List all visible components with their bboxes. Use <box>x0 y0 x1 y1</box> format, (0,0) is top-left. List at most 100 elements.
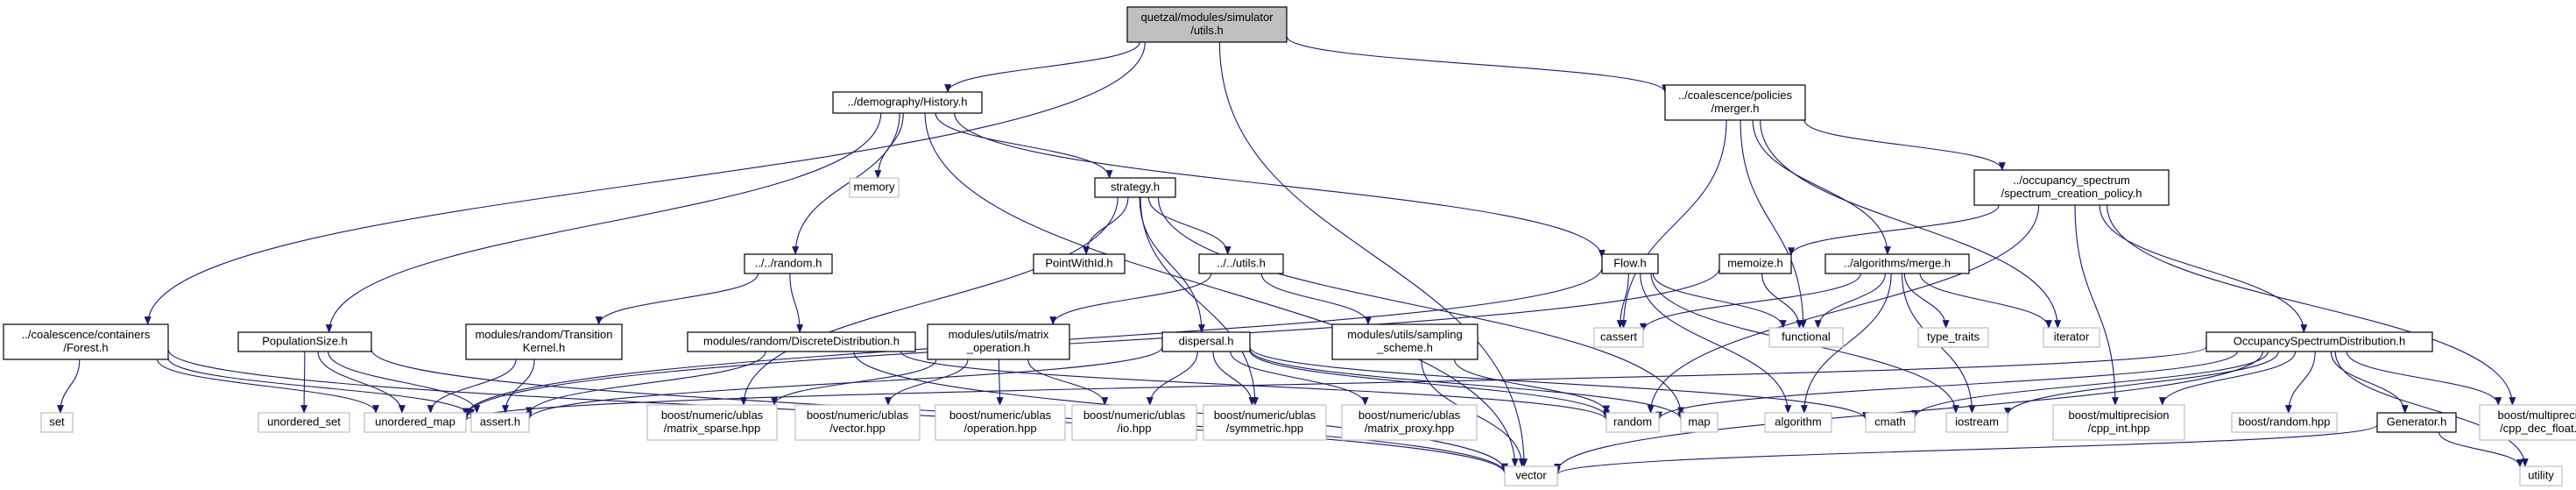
node-box <box>1203 404 1327 441</box>
node-label: /cpp_dec_float.hpp <box>2500 422 2576 435</box>
node-popsize[interactable]: PopulationSize.h <box>237 331 372 352</box>
node-boost_random: boost/random.hpp <box>2231 412 2338 433</box>
edge-occdist-to-unordered_map <box>462 346 2207 422</box>
edge-merger-to-occpolicy <box>1803 119 2006 171</box>
node-label: iterator <box>2054 330 2090 343</box>
node-ub_symmetric: boost/numeric/ublas/symmetric.hpp <box>1203 404 1327 441</box>
node-label: cmath <box>1874 415 1905 428</box>
node-set: set <box>40 412 74 433</box>
node-box <box>849 177 900 198</box>
node-box <box>1071 404 1197 441</box>
node-forest[interactable]: ../coalescence/containers/Forest.h <box>3 323 169 360</box>
node-label: cassert <box>1600 330 1637 343</box>
node-box <box>40 412 74 433</box>
node-box <box>2376 412 2457 433</box>
node-box <box>1341 404 1478 441</box>
node-label: OccupancySpectrumDistribution.h <box>2234 334 2406 347</box>
node-cmath: cmath <box>1865 412 1916 433</box>
node-label: type_traits <box>1927 330 1980 343</box>
edge-forest-to-assert <box>167 358 475 418</box>
edge-memoize-to-functional <box>1761 273 1803 329</box>
node-box <box>2052 404 2185 441</box>
node-dispersal[interactable]: dispersal.h <box>1161 331 1251 352</box>
edge-matrixop-to-ub_vector <box>885 359 969 406</box>
edge-strategy-to-dispersal <box>1139 196 1205 333</box>
node-label: PopulationSize.h <box>262 334 348 347</box>
node-label: dispersal.h <box>1179 334 1234 347</box>
edge-occpolicy-to-cpp_int <box>2074 204 2119 406</box>
node-label: iostream <box>1955 415 1999 428</box>
node-ub_proxy: boost/numeric/ublas/matrix_proxy.hpp <box>1341 404 1478 441</box>
node-box <box>258 412 350 433</box>
node-matrixop[interactable]: modules/utils/matrix_operation.h <box>927 323 1070 360</box>
edge-history-to-popsize <box>325 112 882 333</box>
node-label: modules/utils/matrix <box>949 328 1049 341</box>
edge-history-to-random_h <box>792 112 900 255</box>
edge-strategy-to-ub_symmetric <box>1140 196 1259 406</box>
node-label: ../../random.h <box>755 256 822 269</box>
node-strategy[interactable]: strategy.h <box>1094 177 1176 198</box>
node-occdist[interactable]: OccupancySpectrumDistribution.h <box>2205 331 2433 352</box>
edge-occdist-to-random <box>1655 351 2238 421</box>
edge-dispersal-to-ub_symmetric <box>1212 351 1256 406</box>
node-box <box>3 323 169 360</box>
edge-occpolicy-to-memoize <box>1788 204 2000 257</box>
node-pointwithid[interactable]: PointWithId.h <box>1033 253 1126 274</box>
node-type_traits: type_traits <box>1917 327 1989 348</box>
edge-forest-to-set <box>56 359 81 414</box>
node-label: ../coalescence/policies <box>1678 89 1793 102</box>
edge-popsize-to-unordered_map <box>317 351 406 414</box>
edge-root-to-merger <box>1286 36 1669 94</box>
node-random_h[interactable]: ../../random.h <box>744 253 833 274</box>
node-box <box>1764 412 1832 433</box>
edge-memoize-to-unordered_map <box>462 267 1720 418</box>
node-root: quetzal/modules/simulator/utils.h <box>1126 6 1288 43</box>
node-label: boost/multiprecision <box>2498 408 2576 422</box>
node-box <box>2479 404 2576 441</box>
edge-dispersal-to-ub_proxy <box>1230 351 1369 406</box>
edge-history-to-flow <box>954 112 1606 259</box>
node-iostream: iostream <box>1945 412 2008 433</box>
node-utils2[interactable]: ../../utils.h <box>1198 253 1284 274</box>
edge-generator-to-utility <box>2438 431 2523 468</box>
node-generator[interactable]: Generator.h <box>2376 412 2457 433</box>
node-unordered_map: unordered_map <box>363 412 467 433</box>
node-box <box>1664 84 1806 121</box>
node-history[interactable]: ../demography/History.h <box>832 91 983 114</box>
node-unordered_set: unordered_set <box>258 412 350 433</box>
node-merger[interactable]: ../coalescence/policies/merger.h <box>1664 84 1806 121</box>
node-label: /operation.hpp <box>963 422 1036 435</box>
node-ub_sparse: boost/numeric/ublas/matrix_sparse.hpp <box>646 404 778 441</box>
node-functional: functional <box>1768 327 1844 348</box>
edge-matrixop-to-ub_io <box>1027 359 1109 406</box>
edge-occdist-to-cmath <box>1911 351 2269 419</box>
edge-flow-to-algorithm <box>1640 273 1792 414</box>
node-flow[interactable]: Flow.h <box>1601 253 1659 274</box>
edge-occdist-to-iostream <box>2004 351 2279 416</box>
node-label: vector <box>1515 468 1547 481</box>
node-algmerge[interactable]: ../algorithms/merge.h <box>1824 253 1970 274</box>
node-cpp_int: boost/multiprecision/cpp_int.hpp <box>2052 404 2185 441</box>
node-label: algorithm <box>1775 415 1821 428</box>
node-label: map <box>1688 415 1710 428</box>
node-discrete[interactable]: modules/random/DiscreteDistribution.h <box>687 331 916 352</box>
node-memoize[interactable]: memoize.h <box>1719 253 1792 274</box>
node-box <box>2231 412 2338 433</box>
node-occpolicy[interactable]: ../occupancy_spectrum/spectrum_creation_… <box>1973 169 2170 206</box>
node-box <box>1680 412 1719 433</box>
node-label: boost/numeric/ublas <box>661 408 764 422</box>
node-label: /cpp_int.hpp <box>2088 422 2150 435</box>
node-label: boost/numeric/ublas <box>949 408 1052 422</box>
node-label: boost/numeric/ublas <box>1083 408 1186 422</box>
edge-occpolicy-to-occdist <box>2099 204 2308 333</box>
node-sampling[interactable]: modules/utils/sampling_scheme.h <box>1331 323 1479 360</box>
node-label: ../../utils.h <box>1217 256 1266 269</box>
edge-history-to-vector <box>924 112 1519 467</box>
edge-occpolicy-to-random <box>1647 204 2040 414</box>
node-box <box>646 404 778 441</box>
node-box <box>2519 465 2563 486</box>
edge-occdist-to-cpp_int <box>2158 351 2297 406</box>
node-label: functional <box>1782 330 1831 343</box>
